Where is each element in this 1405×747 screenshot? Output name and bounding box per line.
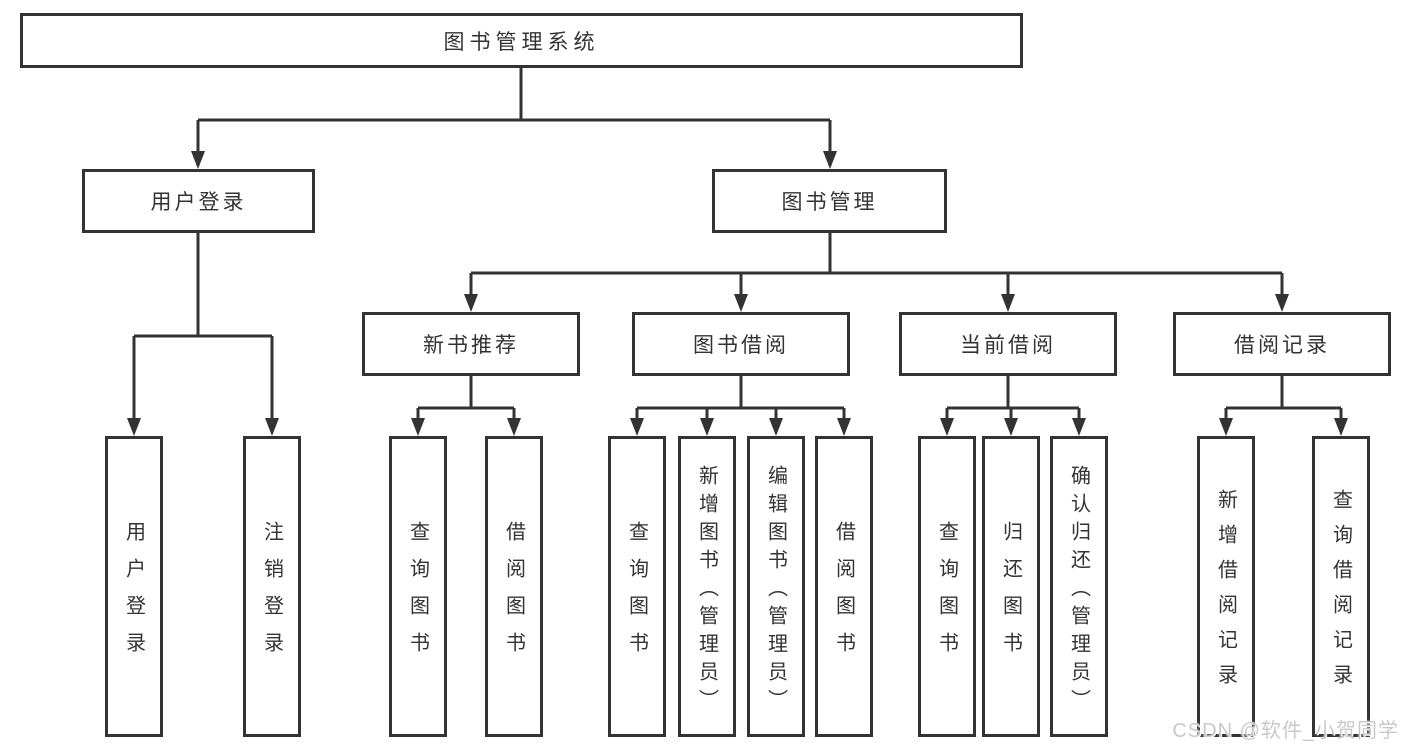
leaf-logout: 注销登录 bbox=[243, 436, 301, 737]
node-book-borrowing-label: 图书借阅 bbox=[693, 334, 789, 357]
node-book-borrowing: 图书借阅 bbox=[632, 312, 850, 376]
leaf-bb-add-books-admin-label: 新增图书（管理员） bbox=[695, 464, 718, 717]
node-new-book-recommendation: 新书推荐 bbox=[362, 312, 580, 376]
node-book-management: 图书管理 bbox=[712, 169, 947, 233]
leaf-user-login-label: 用户登录 bbox=[122, 521, 145, 669]
node-current-borrowing-label: 当前借阅 bbox=[960, 334, 1056, 357]
leaf-user-login: 用户登录 bbox=[105, 436, 163, 737]
node-user-login-label: 用户登录 bbox=[150, 191, 247, 214]
leaf-bb-borrow-books-label: 借阅图书 bbox=[832, 521, 855, 669]
leaf-bb-borrow-books: 借阅图书 bbox=[815, 436, 873, 737]
leaf-cb-query-books: 查询图书 bbox=[918, 436, 976, 737]
leaf-cb-confirm-return-admin: 确认归还（管理员） bbox=[1050, 436, 1108, 737]
leaf-cb-query-books-label: 查询图书 bbox=[935, 521, 958, 669]
leaf-nb-borrow-books-label: 借阅图书 bbox=[502, 521, 525, 669]
leaf-nb-borrow-books: 借阅图书 bbox=[485, 436, 543, 737]
leaf-nb-query-books: 查询图书 bbox=[389, 436, 447, 737]
node-new-book-recommendation-label: 新书推荐 bbox=[423, 334, 519, 357]
leaf-nb-query-books-label: 查询图书 bbox=[406, 521, 429, 669]
leaf-bb-query-books-label: 查询图书 bbox=[625, 521, 648, 669]
leaf-br-query-borrow-record: 查询借阅记录 bbox=[1312, 436, 1370, 737]
leaf-bb-edit-books-admin: 编辑图书（管理员） bbox=[747, 436, 805, 737]
leaf-br-add-borrow-record-label: 新增借阅记录 bbox=[1214, 489, 1237, 699]
leaf-br-query-borrow-record-label: 查询借阅记录 bbox=[1329, 489, 1352, 699]
node-library-management-system: 图书管理系统 bbox=[20, 13, 1023, 68]
node-current-borrowing: 当前借阅 bbox=[899, 312, 1117, 376]
leaf-bb-edit-books-admin-label: 编辑图书（管理员） bbox=[764, 464, 787, 717]
node-book-management-label: 图书管理 bbox=[781, 191, 878, 214]
leaf-br-add-borrow-record: 新增借阅记录 bbox=[1197, 436, 1255, 737]
leaf-cb-return-books: 归还图书 bbox=[982, 436, 1040, 737]
leaf-cb-confirm-return-admin-label: 确认归还（管理员） bbox=[1067, 464, 1090, 717]
node-borrowing-records: 借阅记录 bbox=[1173, 312, 1391, 376]
leaf-bb-query-books: 查询图书 bbox=[608, 436, 666, 737]
leaf-bb-add-books-admin: 新增图书（管理员） bbox=[678, 436, 736, 737]
leaf-logout-label: 注销登录 bbox=[260, 521, 283, 669]
csdn-watermark: CSDN @软件_小贺同学 bbox=[1172, 720, 1399, 742]
node-user-login: 用户登录 bbox=[82, 169, 315, 233]
leaf-cb-return-books-label: 归还图书 bbox=[999, 521, 1022, 669]
node-library-management-system-label: 图书管理系统 bbox=[443, 30, 600, 54]
node-borrowing-records-label: 借阅记录 bbox=[1234, 334, 1330, 357]
